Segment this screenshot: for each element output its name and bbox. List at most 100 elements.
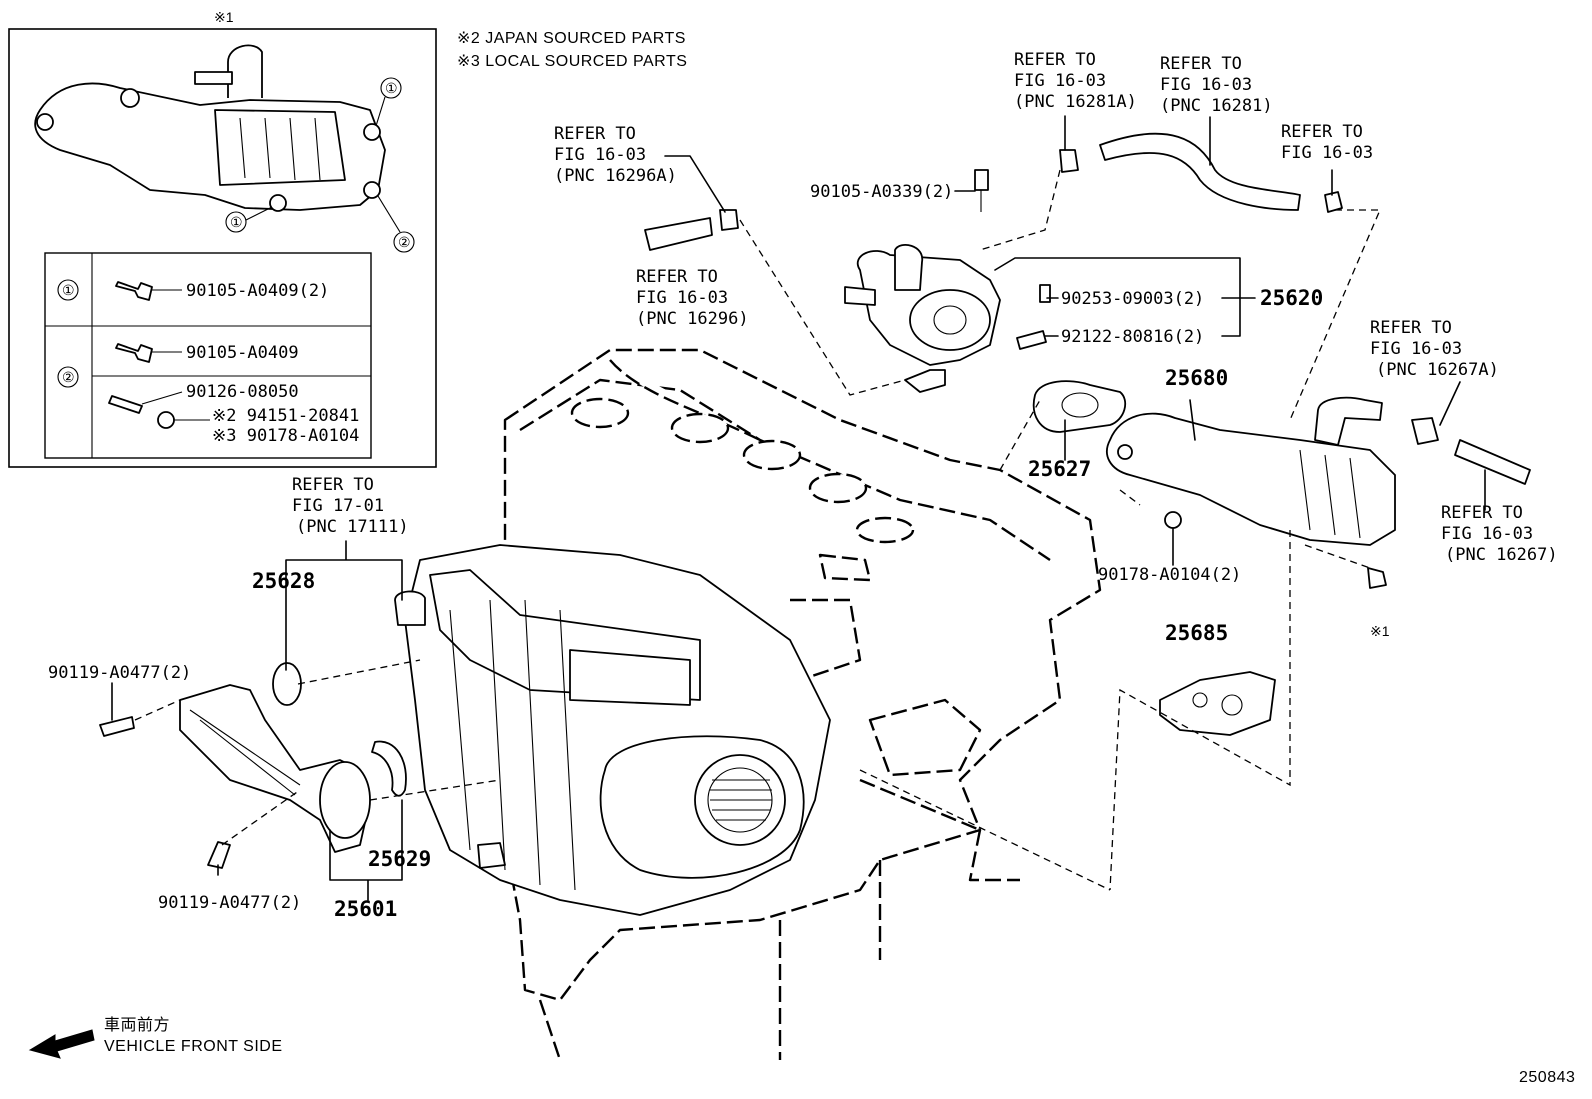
ref-16296a-line3: (PNC 16296A) <box>554 166 677 186</box>
pin-icon <box>1039 284 1051 303</box>
ref-16267a: REFER TO FIG 16-03 (PNC 16267A) <box>1370 318 1499 380</box>
part-25680: 25680 <box>1165 366 1228 390</box>
hose-16281 <box>1099 132 1301 211</box>
table-part-90178-a0104: ※3 90178-A0104 <box>212 426 359 446</box>
hoses-drawing <box>644 132 1343 251</box>
mark-1: ※1 <box>1370 623 1390 639</box>
ref-16281a-line2: FIG 16-03 <box>1014 71 1106 91</box>
ref-17111-line1: REFER TO <box>292 475 374 495</box>
ref-17111-line2: FIG 17-01 <box>292 496 384 516</box>
inset-egr-cooler-drawing <box>34 44 386 212</box>
ref-16296-line1: REFER TO <box>636 267 718 287</box>
ref-16281a: REFER TO FIG 16-03 (PNC 16281A) <box>1014 50 1137 112</box>
ref-16267-line3: (PNC 16267) <box>1445 545 1558 565</box>
ref-16281: REFER TO FIG 16-03 (PNC 16281) <box>1160 54 1273 116</box>
clamp-icon <box>1059 149 1079 173</box>
intake-manifold-drawing <box>394 544 831 916</box>
diagram-id: 250843 <box>1519 1069 1575 1086</box>
inset-parts-table: ① ② 90105-A0409(2) 90105-A0409 90126-080… <box>44 252 372 459</box>
ref-16296a-line2: FIG 16-03 <box>554 145 646 165</box>
stud-icon <box>1016 330 1047 350</box>
part-25601: 25601 <box>334 897 397 921</box>
ref-16267: REFER TO FIG 16-03 (PNC 16267) <box>1441 503 1558 565</box>
egr-valve-drawing <box>844 169 1051 393</box>
ref-16281-line2: FIG 16-03 <box>1160 75 1252 95</box>
table-key-1: ① <box>62 282 75 298</box>
dashed-leaders <box>134 169 1381 891</box>
ref-16267a-line2: FIG 16-03 <box>1370 339 1462 359</box>
part-25627: 25627 <box>1028 457 1091 481</box>
note-local-sourced: ※3 LOCAL SOURCED PARTS <box>457 53 687 70</box>
ref-16296-line2: FIG 16-03 <box>636 288 728 308</box>
table-part-90126-08050: 90126-08050 <box>186 382 299 402</box>
ref-16296: REFER TO FIG 16-03 (PNC 16296) <box>636 267 749 329</box>
table-key-2: ② <box>62 369 75 385</box>
ref-16281-line3: (PNC 16281) <box>1160 96 1273 116</box>
ref-1603-right: REFER TO FIG 16-03 <box>1281 122 1373 163</box>
direction-english: VEHICLE FRONT SIDE <box>104 1038 283 1055</box>
part-90119-a0477-upper: 90119-A0477(2) <box>48 663 191 683</box>
gasket-25629 <box>371 740 407 797</box>
inset-detail: ※1 ① ① ② ① <box>8 9 437 468</box>
inset-callout-1-top-text: ① <box>385 80 398 96</box>
clamp-icon <box>1411 417 1439 445</box>
inset-callout-2 <box>393 231 415 253</box>
inset-callout-1-top <box>380 77 402 99</box>
table-part-90105-a0409: 90105-A0409 <box>186 343 299 363</box>
bolt-icon <box>99 716 135 737</box>
part-25685: 25685 <box>1165 621 1228 645</box>
part-25629: 25629 <box>368 847 431 871</box>
bolt-icon <box>974 169 989 191</box>
ref-16296a-line1: REFER TO <box>554 124 636 144</box>
bolt-icon <box>207 841 231 869</box>
part-25628: 25628 <box>252 569 315 593</box>
water-bypass-pipe-drawing <box>99 662 407 869</box>
ref-17111-line3: (PNC 17111) <box>296 517 409 537</box>
clamp-icon <box>719 209 739 231</box>
ref-16296-line3: (PNC 16296) <box>636 309 749 329</box>
inset-callout-1-bottom <box>225 211 247 233</box>
table-part-90105-a0409-2: 90105-A0409(2) <box>186 281 329 301</box>
clamp-icon <box>1324 191 1343 213</box>
note-japan-sourced: ※2 JAPAN SOURCED PARTS <box>457 30 686 47</box>
ref-16281a-line1: REFER TO <box>1014 50 1096 70</box>
ref-1603-line1: REFER TO <box>1281 122 1363 142</box>
part-90105-a0339: 90105-A0339(2) <box>810 182 953 202</box>
part-90119-a0477-lower: 90119-A0477(2) <box>158 893 301 913</box>
ref-1603-line2: FIG 16-03 <box>1281 143 1373 163</box>
ref-16267-line1: REFER TO <box>1441 503 1523 523</box>
vehicle-front-arrow-icon <box>28 1029 95 1059</box>
table-part-94151-20841: ※2 94151-20841 <box>212 406 359 426</box>
ref-16267a-line3: (PNC 16267A) <box>1376 360 1499 380</box>
part-92122-80816: 92122-80816(2) <box>1061 327 1204 347</box>
inset-callout-2-text: ② <box>398 234 411 250</box>
egr-cooler-drawing <box>1032 380 1531 736</box>
gasket-25628 <box>272 662 302 706</box>
stud-icon <box>108 395 143 414</box>
bolt-icon <box>115 281 153 301</box>
ref-16281-line1: REFER TO <box>1160 54 1242 74</box>
ref-16281a-line3: (PNC 16281A) <box>1014 92 1137 112</box>
ref-16267-line2: FIG 16-03 <box>1441 524 1533 544</box>
hose-16267 <box>1454 439 1531 485</box>
bolt-icon <box>115 343 153 363</box>
inset-callout-1-bottom-text: ① <box>230 214 243 230</box>
part-25620: 25620 <box>1260 286 1323 310</box>
part-90178-a0104: 90178-A0104(2) <box>1098 565 1241 585</box>
leader-lines <box>111 115 1486 901</box>
nut-icon <box>157 411 175 429</box>
gasket-25627 <box>1032 380 1127 433</box>
part-90253-09003: 90253-09003(2) <box>1061 289 1204 309</box>
hose-16296 <box>644 217 713 251</box>
ref-16267a-line1: REFER TO <box>1370 318 1452 338</box>
direction-japanese: 車両前方 <box>104 1016 170 1034</box>
bolt-icon <box>1367 567 1387 589</box>
inset-frame <box>8 28 437 468</box>
inset-title: ※1 <box>214 9 234 25</box>
ref-17111: REFER TO FIG 17-01 (PNC 17111) <box>292 475 409 537</box>
nut-icon <box>1164 511 1182 529</box>
gasket-25685 <box>1159 671 1276 736</box>
ref-16296a: REFER TO FIG 16-03 (PNC 16296A) <box>554 124 677 186</box>
